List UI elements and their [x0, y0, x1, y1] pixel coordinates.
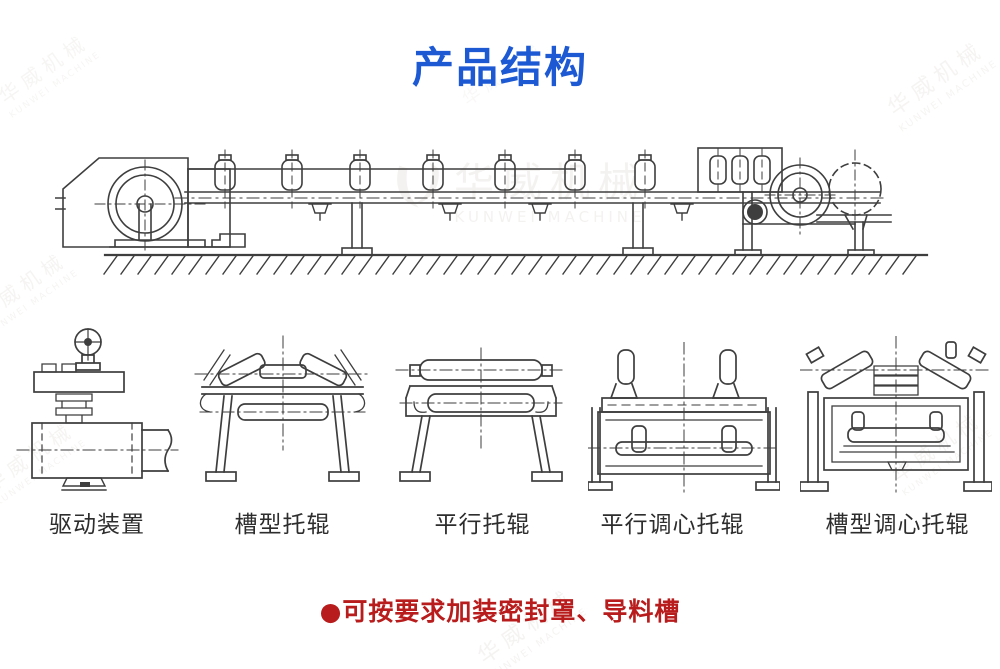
carrying-idlers: [214, 149, 656, 209]
ground-hatching: [103, 255, 917, 275]
figure-label-trough-aligning-idler: 槽型调心托辊: [825, 512, 970, 538]
figure-parallel-idler-drawing: [395, 347, 567, 482]
figure-label-parallel-idler: 平行托辊: [434, 512, 531, 538]
note-text: ●可按要求加装密封罩、导料槽: [319, 597, 681, 626]
figure-trough-aligning-idler-drawing: [800, 336, 992, 493]
belt-conveyor-drawing: [55, 147, 929, 275]
figure-label-drive-unit: 驱动装置: [49, 512, 145, 538]
figure-parallel-aligning-idler-drawing: [588, 342, 780, 493]
drive-station: [55, 157, 246, 253]
figure-label-trough-idler: 槽型托辊: [234, 512, 331, 538]
return-idlers: [308, 203, 694, 221]
figure-label-parallel-aligning-idler: 平行调心托辊: [600, 512, 745, 538]
page-title: 产品结构: [411, 43, 588, 92]
figure-trough-idler-drawing: [194, 335, 371, 482]
figure-drive-unit-drawing: [16, 328, 179, 491]
support-legs: [341, 202, 654, 256]
tail-station: [697, 147, 892, 256]
